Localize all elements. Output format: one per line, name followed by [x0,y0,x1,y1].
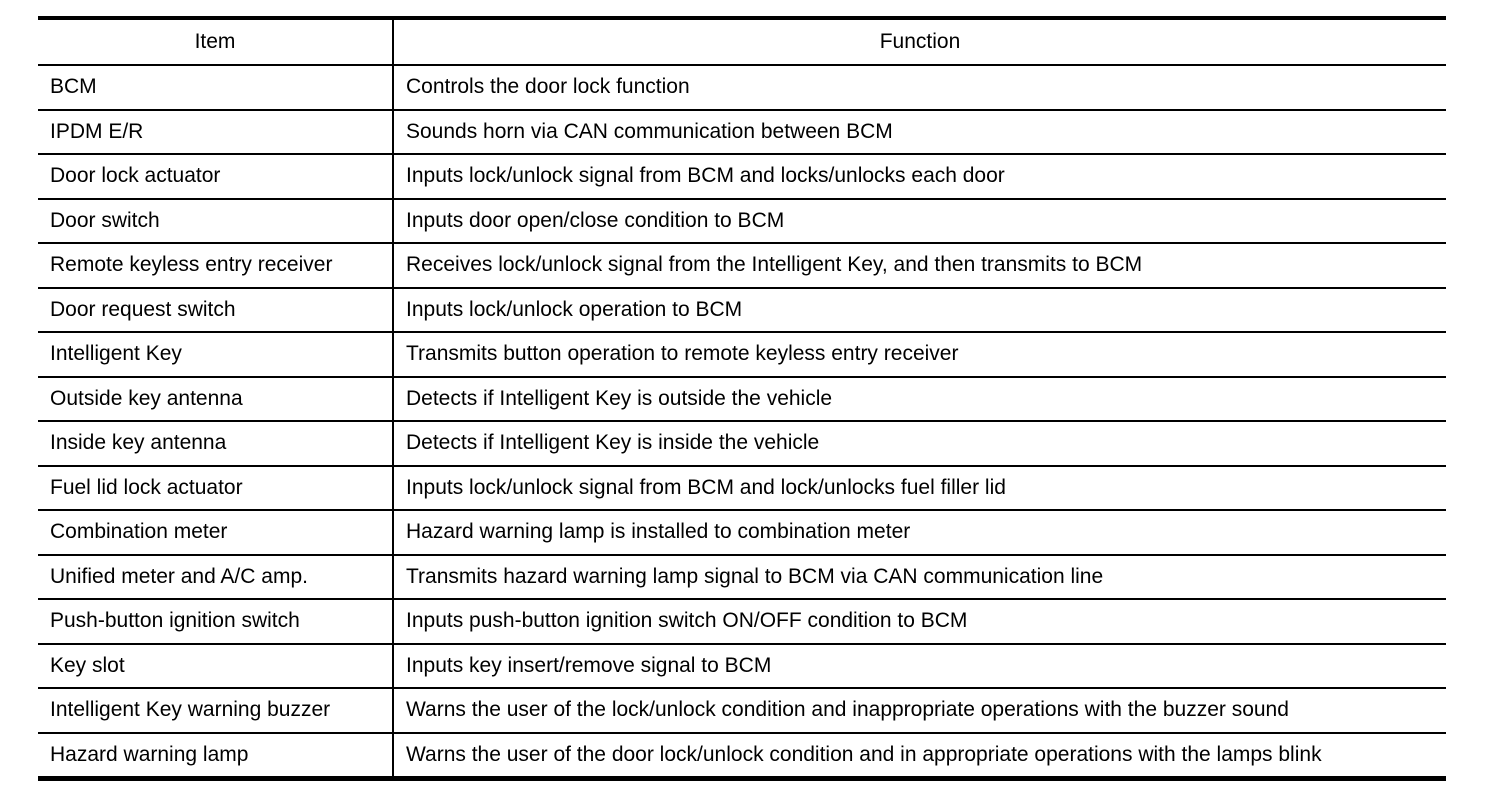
item-label: IPDM E/R [50,119,144,143]
item-label: Remote keyless entry receiver [50,253,333,277]
cell-function: Detects if Intelligent Key is outside th… [393,376,1446,422]
cell-function: Inputs lock/unlock signal from BCM and l… [393,465,1446,511]
item-label: Intelligent Key warning buzzer [50,698,331,722]
cell-function: Transmits button operation to remote key… [393,332,1446,378]
table-row: Door switch Inputs door open/close condit… [38,198,1446,244]
column-header-item: Item [38,16,394,66]
function-description: Receives lock/unlock signal from the Int… [406,253,1143,277]
item-label: Fuel lid lock actuator [50,475,243,499]
cell-function: Hazard warning lamp is installed to comb… [393,510,1446,556]
item-label: Hazard warning lamp [50,742,249,766]
table-row: Fuel lid lock actuator Inputs lock/unlock… [38,465,1446,511]
cell-function: Inputs push-button ignition switch ON/OF… [393,599,1446,645]
function-description: Warns the user of the door lock/unlock c… [406,742,1322,766]
cell-item: Combination meter [38,510,394,556]
function-description: Sounds horn via CAN communication betwee… [406,119,893,143]
table-row: BCM Controls the door lock function [38,65,1446,111]
cell-item: Hazard warning lamp [38,732,394,781]
function-description: Transmits hazard warning lamp signal to … [406,564,1104,588]
table-row: Key slot Inputs key insert/remove signal … [38,643,1446,689]
item-label: Door lock actuator [50,164,221,188]
cell-item: Intelligent Key [38,332,394,378]
cell-function: Sounds horn via CAN communication betwee… [393,109,1446,155]
cell-item: Door switch [38,198,394,244]
cell-function: Warns the user of the door lock/unlock c… [393,732,1446,781]
cell-item: Unified meter and A/C amp. [38,554,394,600]
table-row: Intelligent Key warning buzzer Warns the … [38,688,1446,734]
cell-item: Remote keyless entry receiver [38,243,394,289]
item-label: Combination meter [50,520,228,544]
table-row: Hazard warning lamp Warns the user of the… [38,732,1446,781]
item-label: Inside key antenna [50,431,227,455]
component-parts-function-table: Item Function BCM Controls the door lock … [38,16,1446,781]
item-label: Push-button ignition switch [50,609,300,633]
function-description: Transmits button operation to remote key… [406,342,959,366]
table-row: Combination meter Hazard warning lamp is … [38,510,1446,556]
cell-function: Inputs key insert/remove signal to BCM [393,643,1446,689]
function-description: Inputs key insert/remove signal to BCM [406,653,772,677]
item-label: Outside key antenna [50,386,243,410]
cell-item: Inside key antenna [38,421,394,467]
function-description: Inputs lock/unlock signal from BCM and l… [406,475,1006,499]
cell-item: Key slot [38,643,394,689]
function-description: Detects if Intelligent Key is outside th… [406,386,833,410]
function-description: Warns the user of the lock/unlock condit… [406,698,1289,722]
cell-item: IPDM E/R [38,109,394,155]
item-label: Door request switch [50,297,236,321]
function-description: Inputs push-button ignition switch ON/OF… [406,609,968,633]
cell-item: BCM [38,65,394,111]
function-description: Inputs lock/unlock operation to BCM [406,297,743,321]
cell-function: Controls the door lock function [393,65,1446,111]
cell-function: Warns the user of the lock/unlock condit… [393,688,1446,734]
cell-function: Inputs lock/unlock operation to BCM [393,287,1446,333]
cell-item: Intelligent Key warning buzzer [38,688,394,734]
table-row: Intelligent Key Transmits button operatio… [38,332,1446,378]
table-header: Item Function [38,16,1446,66]
cell-item: Door request switch [38,287,394,333]
item-label: Unified meter and A/C amp. [50,564,308,588]
function-description: Hazard warning lamp is installed to comb… [406,520,911,544]
table-row: Inside key antenna Detects if Intelligent… [38,421,1446,467]
cell-function: Inputs lock/unlock signal from BCM and l… [393,154,1446,200]
item-label: Door switch [50,208,160,232]
function-description: Controls the door lock function [406,75,690,99]
table-container: Item Function BCM Controls the door lock … [38,16,1446,781]
column-header-function: Function [393,16,1446,66]
function-description: Inputs lock/unlock signal from BCM and l… [406,164,1005,188]
cell-item: Fuel lid lock actuator [38,465,394,511]
cell-function: Receives lock/unlock signal from the Int… [393,243,1446,289]
cell-function: Inputs door open/close condition to BCM [393,198,1446,244]
cell-function: Detects if Intelligent Key is inside the… [393,421,1446,467]
cell-item: Door lock actuator [38,154,394,200]
table-row: Door lock actuator Inputs lock/unlock sig… [38,154,1446,200]
table-row: Outside key antenna Detects if Intelligen… [38,376,1446,422]
cell-function: Transmits hazard warning lamp signal to … [393,554,1446,600]
table-row: Unified meter and A/C amp. Transmits haza… [38,554,1446,600]
table-row: Remote keyless entry receiver Receives lo… [38,243,1446,289]
item-label: BCM [50,75,97,99]
table-row: IPDM E/R Sounds horn via CAN communicatio… [38,109,1446,155]
item-label: Intelligent Key [50,342,182,366]
table-row: Push-button ignition switch Inputs push-b… [38,599,1446,645]
cell-item: Outside key antenna [38,376,394,422]
table-row: Door request switch Inputs lock/unlock op… [38,287,1446,333]
cell-item: Push-button ignition switch [38,599,394,645]
item-label: Key slot [50,653,125,677]
header-row: Item Function [38,16,1446,66]
function-description: Detects if Intelligent Key is inside the… [406,431,820,455]
function-description: Inputs door open/close condition to BCM [406,208,785,232]
